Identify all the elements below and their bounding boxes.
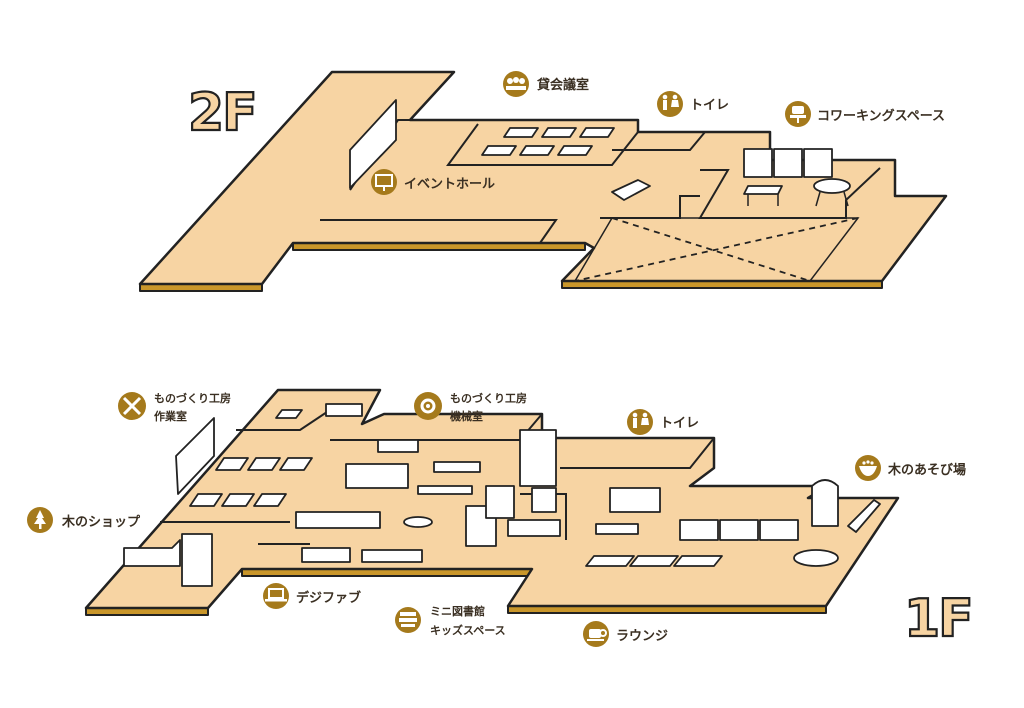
workshop-board (175, 417, 215, 495)
coworking-booths (743, 148, 833, 178)
books-icon (399, 612, 417, 627)
meeting-room-walls (446, 123, 639, 166)
label-coworking[interactable]: コワーキングスペース (785, 101, 945, 127)
label-lounge[interactable]: ラウンジ (583, 621, 668, 647)
toilet-2f-text: トイレ (690, 98, 729, 113)
workshop-work-line2: 作業室 (154, 409, 187, 423)
gear-icon (420, 398, 436, 414)
toilet-icon (662, 94, 679, 110)
wood-play-text: 木のあそび場 (887, 462, 966, 478)
label-wood-play[interactable]: 木のあそび場 (855, 455, 966, 481)
label-workshop-machine[interactable]: ものづくり工房 機械室 (414, 391, 527, 423)
toilet-walls-1f (560, 437, 715, 469)
cup-icon (587, 629, 607, 641)
bowl-icon (859, 460, 877, 476)
hall-lower-wall (320, 219, 558, 244)
kids-shelves (679, 519, 799, 541)
meeting-icon (506, 77, 526, 90)
workbenches (189, 409, 313, 507)
floor-2f: 2F (138, 70, 948, 292)
label-toilet-2f[interactable]: トイレ (657, 91, 729, 117)
tools-icon (122, 396, 142, 416)
digifab-tables (301, 516, 433, 563)
label-library[interactable]: ミニ図書館 キッズスペース (395, 604, 506, 637)
coworking-text: コワーキングスペース (817, 108, 945, 124)
workshop-work-line1: ものづくり工房 (154, 391, 231, 405)
floor-2f-label: 2F (188, 83, 256, 143)
workshop-walls (236, 409, 331, 431)
presentation-icon (375, 174, 393, 191)
workshop-machine-line2: 機械室 (450, 409, 483, 423)
digifab-text: デジファブ (296, 590, 361, 606)
floor-2f-slab (138, 70, 948, 286)
floor-1f: 1F (84, 388, 975, 650)
tree-icon (34, 510, 46, 529)
label-event-hall[interactable]: イベントホール (371, 169, 495, 195)
void-cross-b (574, 217, 859, 282)
label-toilet-1f[interactable]: トイレ (627, 409, 699, 435)
coworking-tables (743, 178, 851, 207)
lounge-text: ラウンジ (616, 629, 668, 644)
library-line2: キッズスペース (430, 623, 506, 637)
void-cross-a (611, 217, 811, 282)
floor-1f-label: 1F (904, 589, 972, 649)
chair-icon (790, 106, 806, 123)
toilet-walls-2f (612, 131, 706, 151)
event-screen (349, 99, 397, 189)
event-hall-text: イベントホール (404, 177, 495, 192)
library-line1: ミニ図書館 (430, 604, 485, 618)
wood-play-equipment (793, 479, 881, 567)
laptop-icon (265, 588, 287, 602)
toilet-1f-text: トイレ (660, 416, 699, 431)
stairs-2f (611, 179, 651, 201)
workshop-machine-line1: ものづくり工房 (450, 391, 527, 405)
meeting-room-text: 貸会議室 (537, 77, 589, 93)
label-wood-shop[interactable]: 木のショップ (27, 507, 141, 533)
label-digifab[interactable]: デジファブ (263, 583, 361, 609)
library-shelves (465, 429, 561, 547)
lounge-tables (585, 487, 723, 567)
toilet-icon (632, 412, 649, 428)
label-workshop-work[interactable]: ものづくり工房 作業室 (118, 391, 231, 423)
wood-shop-counter (123, 533, 213, 587)
atrium-void (573, 217, 860, 282)
machines (295, 403, 481, 529)
meeting-tables (481, 127, 615, 156)
label-meeting-room[interactable]: 貸会議室 (503, 71, 589, 97)
wood-shop-text: 木のショップ (61, 514, 141, 530)
